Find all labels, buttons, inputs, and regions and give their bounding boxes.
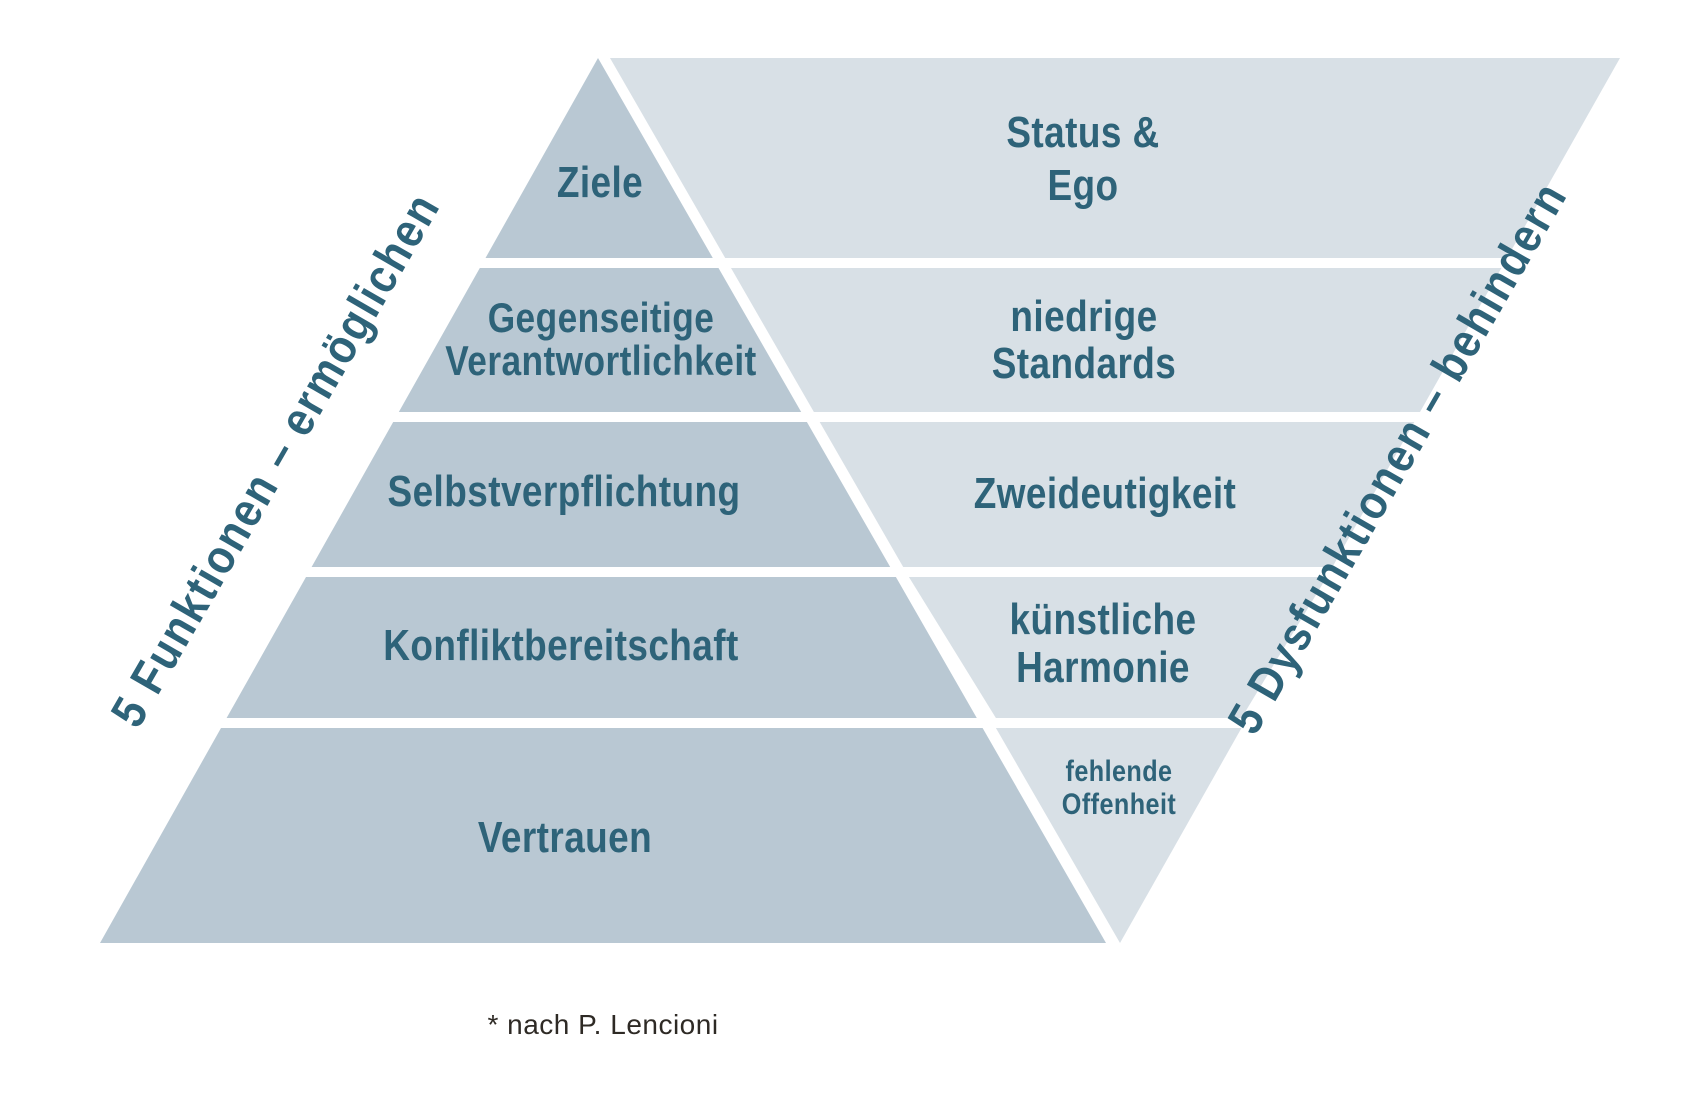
right-pyramid-level-3-label: Zweideutigkeit [974,472,1237,516]
left-pyramid-level-5-label: Vertrauen [478,816,652,860]
left-pyramid-level-4-shape [226,577,977,718]
label-line: fehlende [1065,755,1173,788]
right-pyramid-level-2-shape [731,268,1502,412]
label-line: künstliche [1009,595,1197,644]
label-line: niedrige [1010,292,1158,341]
label-line: Gegenseitige [487,294,715,341]
left-pyramid-level-4-label: Konfliktbereitschaft [383,624,738,668]
right-pyramid-level-5-shape [995,728,1242,943]
label-line: Offenheit [1061,788,1177,821]
left-pyramid-level-2-shape [398,268,802,412]
label-line: Zweideutigkeit [973,469,1237,518]
right-pyramid-level-2-label: niedrige Standards [992,293,1177,387]
label-line: Selbstverpflichtung [387,467,741,516]
label-line: Vertrauen [477,813,653,862]
label-line: Ziele [556,158,644,207]
left-pyramid-level-3-shape [311,422,891,567]
right-pyramid-level-5-label: fehlende Offenheit [1062,755,1176,821]
left-pyramid-level-3-label: Selbstverpflichtung [388,470,741,514]
right-pyramid-level-4-shape [908,577,1327,718]
right-pyramid-level-4-label: künstliche Harmonie [1009,596,1196,692]
left-pyramid-level-5-shape [100,728,1106,943]
left-pyramid-level-1-shape [485,58,713,258]
label-line: Ego [1047,161,1119,210]
right-pyramid-level-1-label: Status & Ego [1006,106,1159,212]
label-line: Status & [1006,108,1160,157]
left-pyramid-level-2-label: Gegenseitige Verantwortlichkeit [445,296,756,382]
right-pyramid-level-1-shape [610,58,1620,258]
label-line: Konfliktbereitschaft [383,621,739,670]
label-line: Verantwortlichkeit [445,337,757,384]
label-line: Standards [991,339,1177,388]
label-line: Harmonie [1016,643,1190,692]
left-pyramid-level-1-label: Ziele [557,161,643,205]
footnote-source: * nach P. Lencioni [487,1009,719,1040]
right-pyramid-level-3-shape [819,422,1415,567]
